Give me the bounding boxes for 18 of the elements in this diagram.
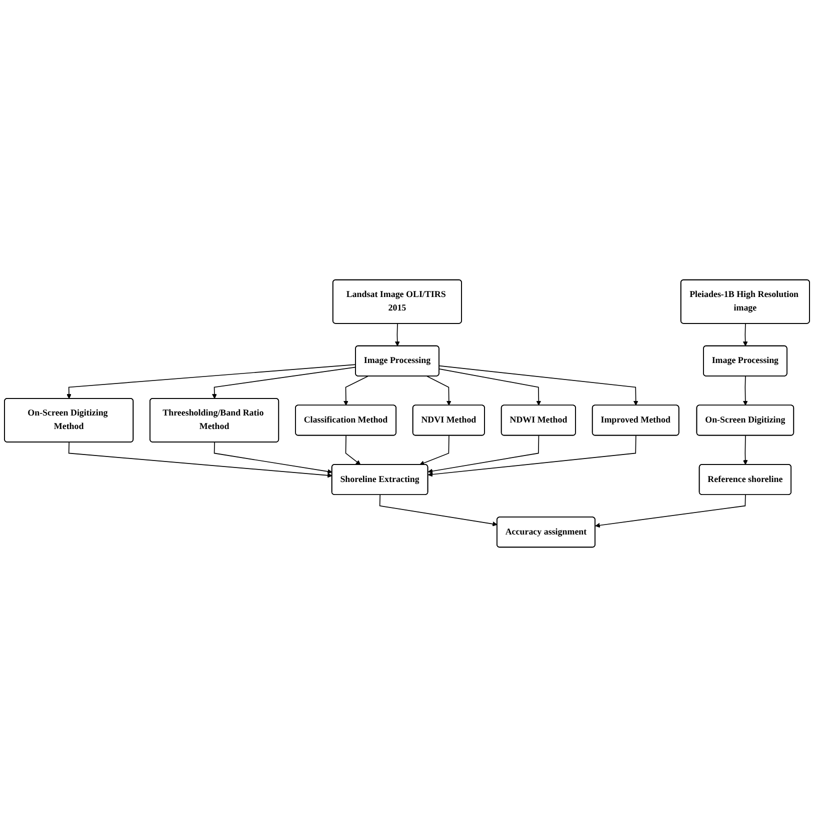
arrow <box>212 366 356 399</box>
arrow <box>595 494 746 528</box>
arrow <box>428 435 540 474</box>
arrow <box>742 435 748 465</box>
arrow <box>68 442 332 478</box>
arrow <box>66 364 356 399</box>
arrow <box>394 323 400 346</box>
arrow <box>214 442 332 474</box>
arrow <box>379 494 498 526</box>
arrow <box>419 435 450 466</box>
arrow <box>742 376 748 406</box>
arrow <box>438 365 638 406</box>
arrow <box>742 323 748 346</box>
arrow <box>343 376 368 406</box>
arrow <box>426 376 452 406</box>
arrow <box>345 435 361 465</box>
arrow <box>428 435 636 477</box>
arrow <box>438 368 542 406</box>
